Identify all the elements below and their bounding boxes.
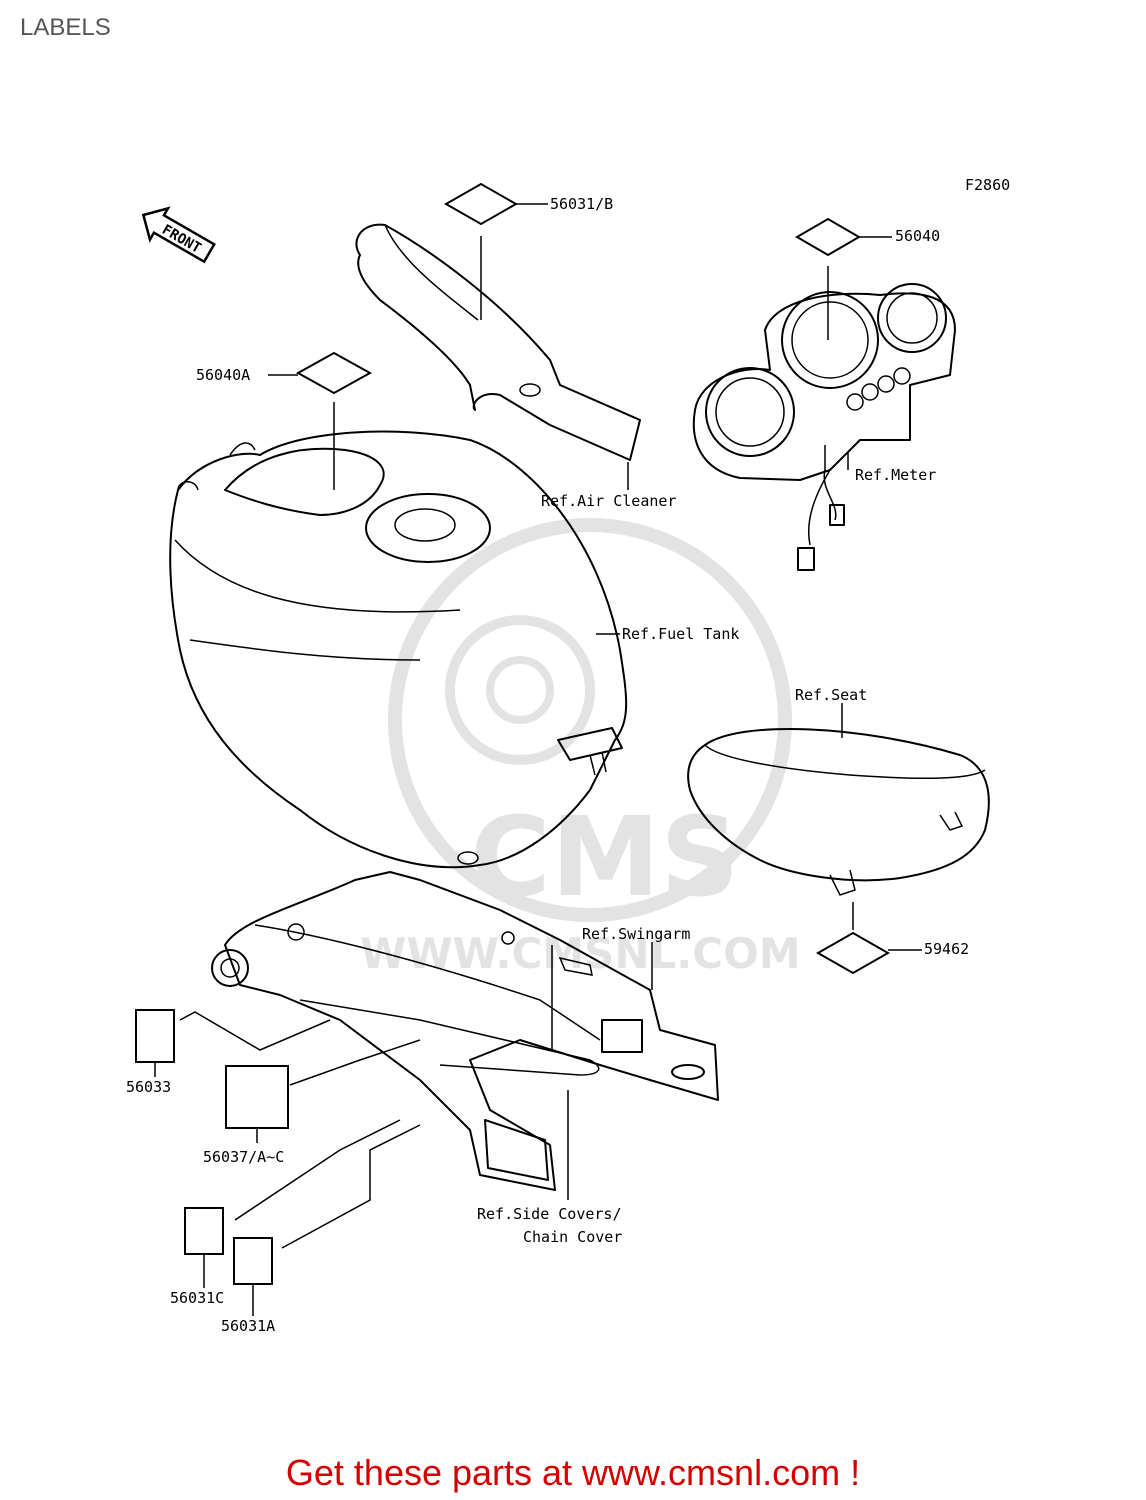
label-56031a-icon [233,1237,273,1285]
label-56031b-icon [443,182,519,226]
ref-swingarm: Ref.Swingarm [582,925,690,943]
part-number-56031a: 56031A [221,1317,275,1335]
label-56033-icon [135,1009,175,1063]
part-number-56040a: 56040A [196,366,250,384]
figure-code: F2860 [965,176,1010,194]
part-number-56033: 56033 [126,1078,171,1096]
meter-drawing [692,283,956,571]
fuel-tank-drawing [169,430,628,869]
label-56031c-icon [184,1207,224,1255]
ref-air-cleaner: Ref.Air Cleaner [541,492,676,510]
swingarm-drawing [211,871,719,1191]
seat-drawing [687,728,990,896]
part-number-56040: 56040 [895,227,940,245]
footer-promo-text: Get these parts at www.cmsnl.com ! [285,1452,861,1493]
label-56040-icon [795,217,861,257]
cmsnl-watermark: CMS WWW.CMSNL.COM [360,518,801,978]
part-number-56037: 56037/A~C [203,1148,284,1166]
watermark-logo-text: CMS [470,793,739,921]
label-56037-icon [225,1065,289,1129]
ref-seat: Ref.Seat [795,686,867,704]
label-56040a-icon [295,351,373,395]
part-number-59462: 59462 [924,940,969,958]
front-arrow-icon: FRONT [141,206,216,264]
ref-meter: Ref.Meter [855,466,936,484]
air-cleaner-drawing [355,223,641,461]
ref-fuel-tank: Ref.Fuel Tank [622,625,739,643]
part-number-56031b: 56031/B [550,195,613,213]
watermark-url-text: WWW.CMSNL.COM [360,929,801,978]
label-59462-icon [815,931,891,975]
page-title: LABELS [20,14,111,41]
ref-chain-cover-line2: Chain Cover [523,1228,622,1246]
part-number-56031c: 56031C [170,1289,224,1307]
ref-side-covers-line1: Ref.Side Covers/ [477,1205,622,1223]
